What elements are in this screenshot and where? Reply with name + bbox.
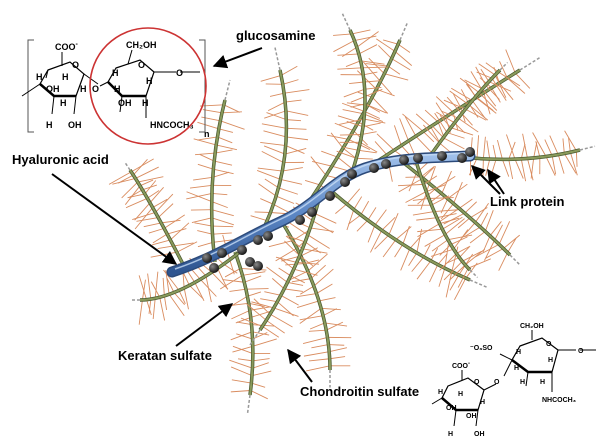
link-protein-group: [202, 147, 475, 273]
cs-ring2-o: O: [546, 341, 552, 348]
hyaluronic-acid-label: Hyaluronic acid: [12, 152, 109, 167]
link-protein-label: Link protein: [490, 194, 564, 209]
link-protein-ball: [295, 215, 305, 225]
hyaluronic-acid-pointer: [51, 173, 178, 265]
link-protein-ball: [465, 147, 475, 157]
extension-arrow: [579, 145, 596, 151]
extension-arrow: [469, 269, 479, 279]
proteoglycan-aggregate: [108, 13, 596, 414]
ha-oh: OH: [46, 84, 60, 94]
link-protein-pointer-1: [471, 165, 501, 195]
link-protein-ball: [307, 207, 317, 217]
cs-ring1-o: O: [474, 379, 480, 386]
chondroitin-sulfate-structure: COO- O H H OH H OH H OH O CH₂OH ⁻O₃SO O …: [431, 323, 596, 438]
chondroitin-sulfate-label: Chondroitin sulfate: [300, 384, 419, 399]
ha-subscript-n: n: [204, 129, 210, 139]
link-protein-ball: [347, 169, 357, 179]
ha-oh: OH: [118, 98, 132, 108]
ha-h: H: [114, 84, 121, 94]
link-protein-pointer-2: [487, 168, 505, 195]
chondroitin-sulfate-pointer: [287, 348, 313, 383]
cs-h: H: [438, 389, 443, 396]
ha-ring1-o: O: [72, 60, 79, 70]
ha-h: H: [36, 72, 43, 82]
ha-h: H: [46, 120, 53, 130]
ha-ring2-o: O: [138, 60, 145, 70]
cs-oh: OH: [466, 413, 477, 420]
extension-arrow: [469, 279, 488, 289]
extension-arrow: [246, 394, 251, 414]
link-protein-ball: [381, 159, 391, 169]
cs-nhcoch3-label: NHCOCH₃: [542, 397, 576, 404]
extension-arrow: [399, 22, 409, 41]
extension-arrow: [509, 254, 521, 266]
ha-h: H: [146, 76, 153, 86]
cs-h: H: [458, 391, 463, 398]
core-protein: [303, 39, 402, 209]
cs-o3so-label: ⁻O₃SO: [470, 345, 493, 352]
extension-arrow: [224, 79, 231, 101]
link-protein-ball: [245, 257, 255, 267]
link-protein-ball: [237, 245, 247, 255]
link-protein-ball: [325, 191, 335, 201]
extension-arrow: [499, 61, 509, 71]
cs-h: H: [548, 357, 553, 364]
link-protein-ball: [202, 253, 212, 263]
cs-link-o2: O: [578, 348, 584, 355]
cs-oh: OH: [446, 405, 457, 412]
glucosamine-circle: [89, 27, 207, 145]
link-protein-ball: [369, 163, 379, 173]
cs-h: H: [540, 379, 545, 386]
glucosamine-pointer: [212, 47, 263, 69]
link-protein-ball: [263, 231, 273, 241]
extension-arrow: [249, 329, 261, 346]
extension-arrow: [124, 162, 131, 171]
glucosamine-label: glucosamine: [236, 28, 315, 43]
ha-coo-label: COO-: [55, 41, 79, 52]
ha-h: H: [60, 98, 67, 108]
link-protein-ball: [457, 153, 467, 163]
extension-arrow: [341, 13, 351, 31]
link-protein-ball: [437, 151, 447, 161]
ha-link-o2: O: [176, 68, 183, 78]
cs-link-o: O: [494, 379, 500, 386]
link-protein-ball: [217, 248, 227, 258]
ha-h: H: [80, 84, 87, 94]
hyaluronic-acid-structure: COO- O H H OH H H H OH O CH₂OH O O H H H…: [21, 27, 210, 145]
ha-nhcoch3-label: HNCOCH₃: [150, 120, 194, 130]
link-protein-ball: [209, 263, 219, 273]
cs-h: H: [514, 365, 519, 372]
core-protein: [328, 188, 471, 282]
link-protein-ball: [399, 155, 409, 165]
cs-h: H: [480, 399, 485, 406]
ha-ch2oh-label: CH₂OH: [126, 40, 157, 50]
ha-h: H: [112, 68, 119, 78]
cs-h: H: [516, 349, 521, 356]
ha-link-o: O: [92, 84, 99, 94]
extension-arrow: [274, 47, 281, 71]
link-protein-ball: [253, 261, 263, 271]
keratan-sulfate-pointer: [175, 303, 234, 347]
link-protein-ball: [413, 153, 423, 163]
cs-ch2oh-label: CH₂OH: [520, 323, 544, 330]
cs-h: H: [448, 431, 453, 438]
link-protein-ball: [253, 235, 263, 245]
keratan-sulfate-label: Keratan sulfate: [118, 348, 212, 363]
ha-h: H: [142, 98, 149, 108]
ha-oh: OH: [68, 120, 82, 130]
ha-h: H: [62, 72, 69, 82]
cs-oh: OH: [474, 431, 485, 438]
cs-coo-label: COO-: [452, 361, 470, 370]
cs-h: H: [520, 379, 525, 386]
extension-arrow: [519, 56, 541, 71]
link-protein-ball: [340, 177, 350, 187]
